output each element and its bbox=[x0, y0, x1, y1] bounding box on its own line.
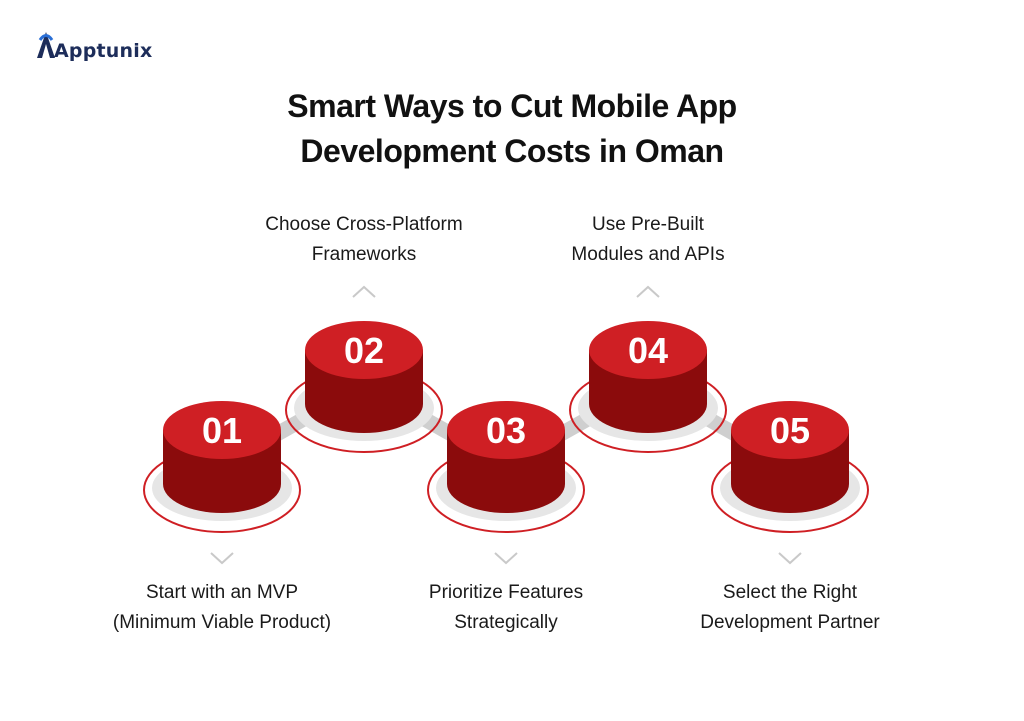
chevron-up-icon bbox=[636, 285, 660, 298]
chevron-down-icon bbox=[210, 552, 234, 565]
brand-logo: Apptunix bbox=[34, 30, 152, 62]
step-label-line: Choose Cross-Platform bbox=[265, 214, 463, 235]
chevron-down-icon bbox=[778, 552, 802, 565]
page-title-line-2: Development Costs in Oman bbox=[300, 133, 724, 169]
step-label-line: Modules and APIs bbox=[571, 244, 725, 265]
step-label-line: Select the Right bbox=[722, 582, 858, 603]
cylinder-top bbox=[589, 321, 707, 379]
step-label-line: Development Partner bbox=[700, 612, 880, 633]
step-label-01: Start with an MVP (Minimum Viable Product… bbox=[72, 578, 372, 638]
step-number-02: 02 bbox=[344, 330, 384, 371]
cylinder-top bbox=[447, 401, 565, 459]
step-label-line: Strategically bbox=[454, 612, 558, 633]
cylinder-top bbox=[305, 321, 423, 379]
brand-name: Apptunix bbox=[54, 40, 153, 62]
chevron-up-icon bbox=[352, 285, 376, 298]
step-label-line: Frameworks bbox=[311, 244, 417, 265]
cylinder-top bbox=[163, 401, 281, 459]
page-title-line-1: Smart Ways to Cut Mobile App bbox=[287, 88, 737, 124]
step-number-03: 03 bbox=[486, 410, 526, 451]
step-number-05: 05 bbox=[770, 410, 810, 451]
chevron-down-icon bbox=[494, 552, 518, 565]
step-number-01: 01 bbox=[202, 410, 242, 451]
step-label-line: Start with an MVP bbox=[145, 582, 299, 603]
step-label-line: (Minimum Viable Product) bbox=[112, 612, 332, 633]
step-label-line: Use Pre-Built bbox=[592, 214, 704, 235]
step-number-04: 04 bbox=[628, 330, 668, 371]
step-label-line: Prioritize Features bbox=[428, 582, 584, 603]
page-title: Smart Ways to Cut Mobile App Development… bbox=[0, 84, 1024, 174]
cylinder-top bbox=[731, 401, 849, 459]
apptunix-logo-icon bbox=[37, 32, 55, 58]
